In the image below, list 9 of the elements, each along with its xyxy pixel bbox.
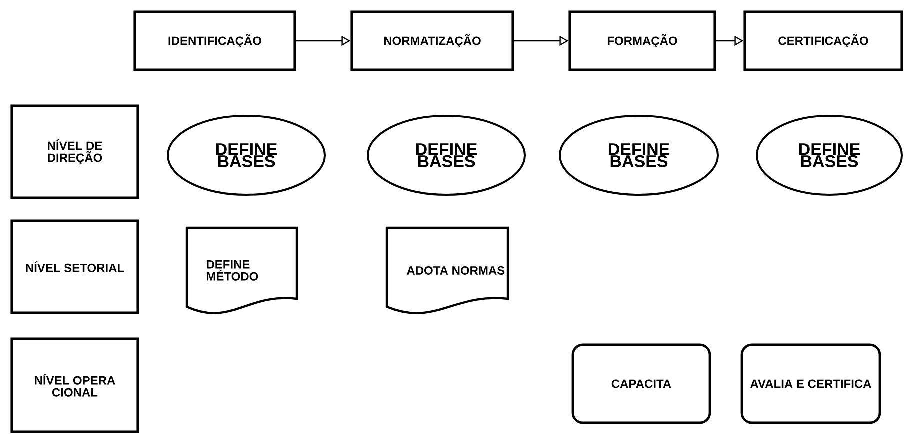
process-box: NÍVEL DE DIREÇÃO xyxy=(10,104,140,200)
process-box: CERTIFICAÇÃO xyxy=(744,10,904,72)
process-box: NORMATIZAÇÃO xyxy=(350,10,514,72)
process-box: FORMAÇÃO xyxy=(568,10,716,72)
process-box: NÍVEL OPERA CIONAL xyxy=(10,338,140,434)
process-box: NÍVEL SETORIAL xyxy=(10,220,140,314)
rounded-box: AVALIA E CERTIFICA xyxy=(740,344,882,424)
rounded-box: CAPACITA xyxy=(572,344,712,424)
process-box: IDENTIFICAÇÃO xyxy=(134,10,296,72)
